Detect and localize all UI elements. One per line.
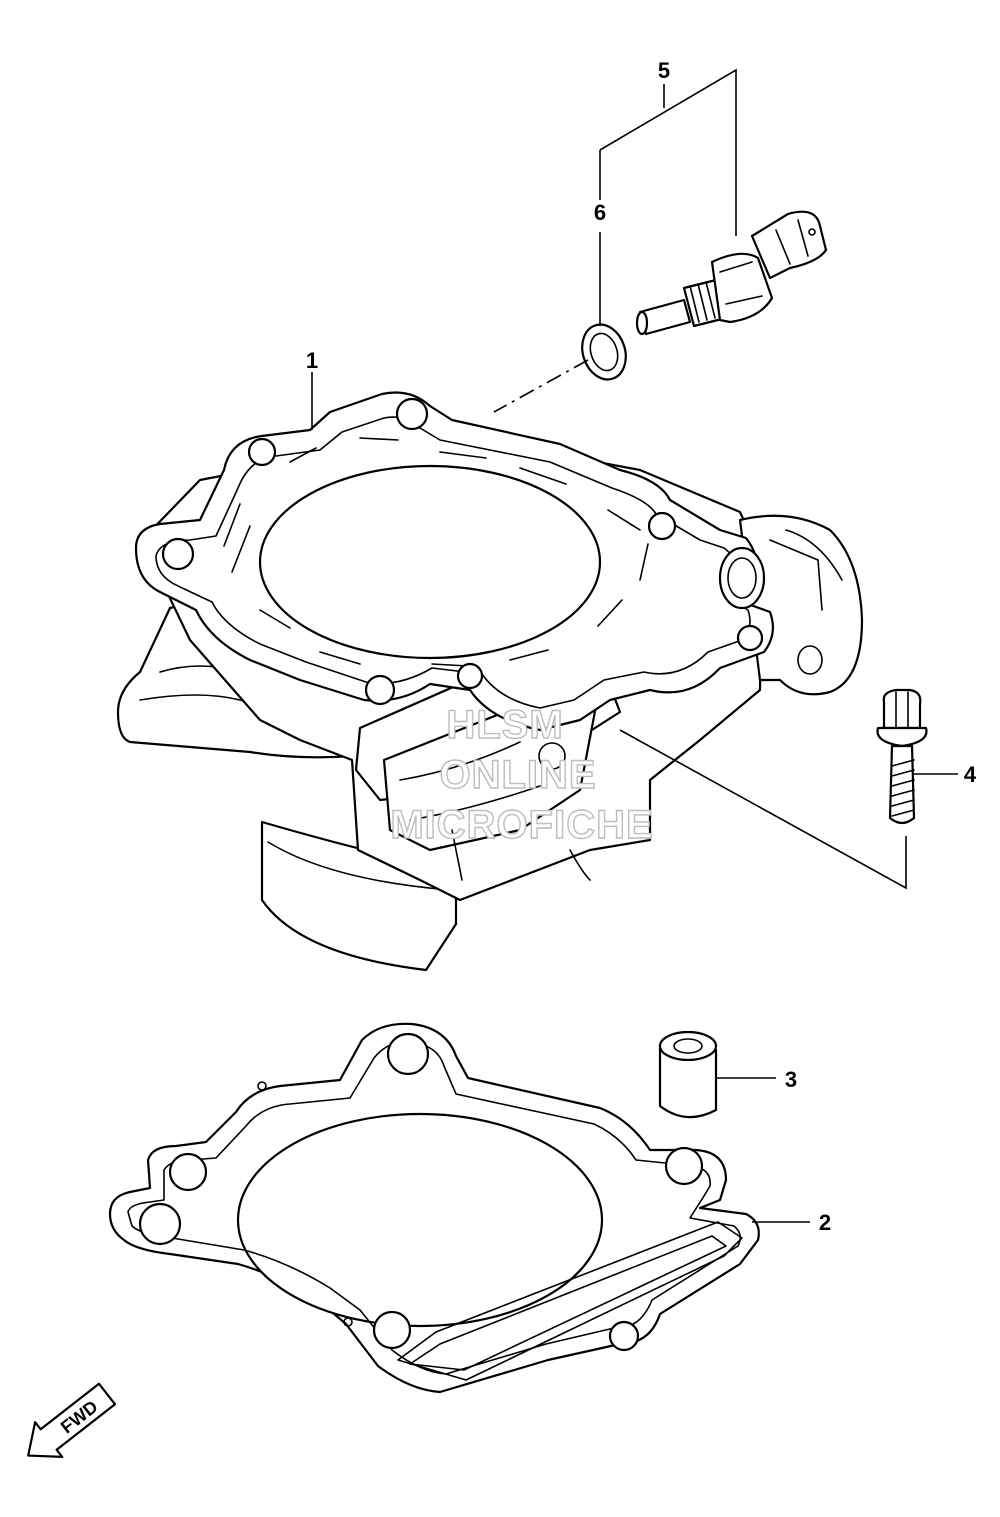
callout-1: 1: [306, 348, 318, 373]
callout-2: 2: [819, 1210, 831, 1235]
watermark: HLSM ONLINE MICROFICHE: [390, 702, 654, 847]
callout-3: 3: [785, 1067, 797, 1092]
leader-lines: [311, 68, 958, 1223]
part-4-bolt[interactable]: [876, 688, 928, 825]
callout-5: 5: [658, 58, 670, 83]
part-6-o-ring[interactable]: [575, 319, 632, 385]
part-3-dowel-pin[interactable]: [658, 1030, 718, 1119]
part-2-base-gasket[interactable]: [108, 1022, 760, 1394]
watermark-line-1: HLSM: [446, 703, 563, 747]
part-5-sensor[interactable]: [635, 210, 828, 336]
watermark-line-3: MICROFICHE: [390, 803, 653, 847]
part-1-cylinder[interactable]: [116, 391, 864, 972]
callout-6: 6: [594, 200, 606, 225]
watermark-line-2: ONLINE: [439, 753, 596, 797]
fwd-arrow-icon: FWD: [27, 1382, 117, 1458]
callout-4: 4: [964, 762, 977, 787]
